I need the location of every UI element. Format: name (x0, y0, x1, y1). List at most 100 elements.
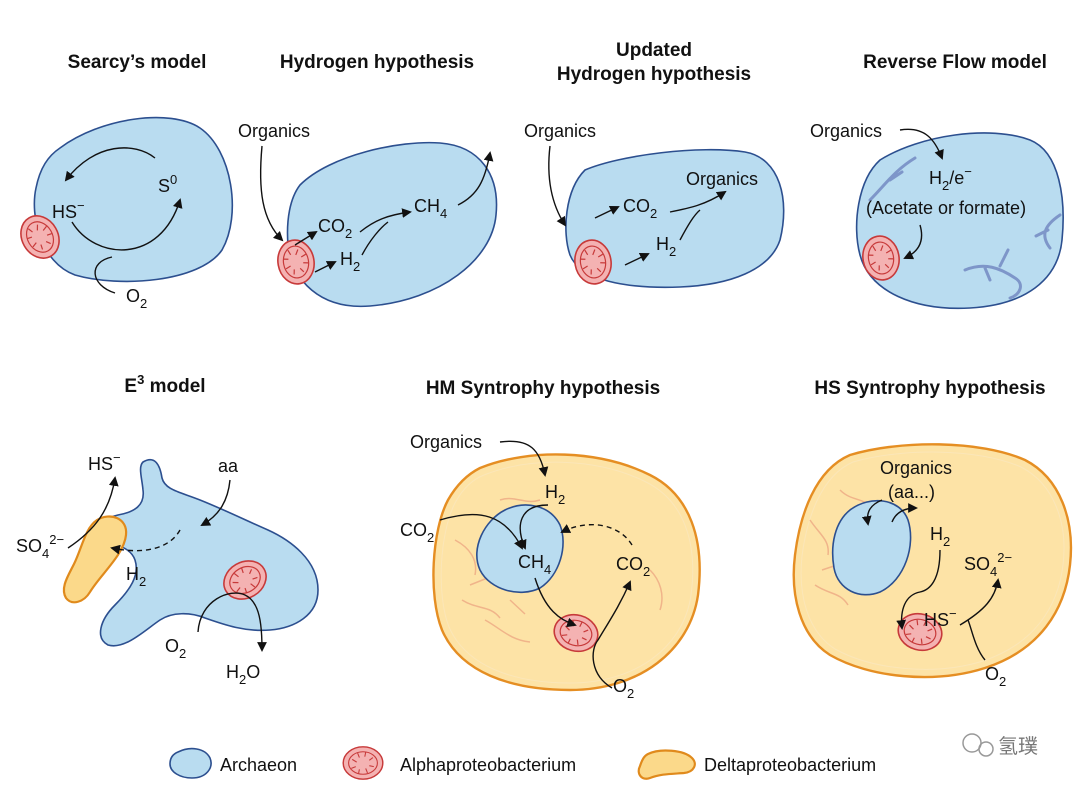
label-h2: H2 (656, 234, 676, 259)
title-e3: E3 model (124, 372, 205, 397)
label-hs-minus: HS− (88, 450, 121, 474)
deltaproteobacterium (62, 515, 128, 604)
title-searcy: Searcy’s model (68, 52, 207, 73)
h2-merge-arrow (361, 221, 389, 256)
title-hydrogen: Hydrogen hypothesis (280, 52, 474, 73)
co2-arrow (294, 230, 318, 246)
label-o2: O2 (985, 664, 1006, 689)
title-updated-line1: Updated (616, 40, 692, 61)
label-o2: O2 (613, 676, 634, 701)
title-reverse-flow: Reverse Flow model (863, 52, 1047, 73)
legend-archaeon-swatch (169, 747, 212, 779)
archaeal-filament (868, 156, 917, 202)
title-hm-syntrophy: HM Syntrophy hypothesis (426, 378, 660, 399)
o2-to-co2-arrow (592, 580, 632, 689)
watermark-text: 氢璞 (998, 734, 1038, 758)
legend-alpha-swatch (342, 746, 384, 780)
label-s0: S0 (158, 172, 177, 196)
h2-dashed-arrow (110, 529, 181, 555)
organics-into-archaeon-arrow (861, 499, 883, 526)
label-h2o: H2O (226, 662, 260, 687)
eukaryote-inner-membrane (800, 451, 1065, 670)
label-aa: aa (218, 456, 239, 476)
label-co2-out: CO2 (616, 554, 650, 579)
organics-arrow (259, 145, 284, 242)
to-organics-arrow (669, 190, 727, 213)
label-acetate-formate: (Acetate or formate) (866, 198, 1026, 218)
panel-updated-hydrogen-hypothesis: Updated Hydrogen hypothesis Organics Org… (524, 40, 785, 289)
label-h2-e: H2/e− (929, 164, 972, 193)
wechat-logo-icon (962, 733, 982, 753)
ch4-to-alpha-arrow (534, 577, 577, 628)
archaeon-cell (855, 132, 1064, 310)
co2-arrow (594, 205, 620, 219)
archaeal-filament (963, 248, 1022, 300)
panel-searcy-model: Searcy’s model HS− S0 O2 (12, 52, 234, 311)
co2-to-ch4-arrow (439, 513, 523, 550)
label-hs-minus: HS− (924, 606, 957, 630)
to-alpha-arrow (903, 224, 923, 260)
label-so4: SO42− (964, 550, 1012, 579)
label-co2: CO2 (623, 196, 657, 221)
label-so4: SO42− (16, 532, 64, 561)
label-organics-product: Organics (686, 169, 758, 189)
cycle-arrow-lower (71, 198, 183, 251)
h2-arrow (624, 252, 650, 266)
label-organics: Organics (410, 432, 482, 452)
title-hs-syntrophy: HS Syntrophy hypothesis (814, 378, 1045, 399)
legend: Archaeon Alphaproteobacterium Deltaprote… (169, 746, 876, 780)
label-organics: Organics (238, 121, 310, 141)
cycle-arrow-upper (64, 147, 156, 182)
endomembrane-network (454, 539, 531, 643)
organics-arrow (499, 440, 549, 477)
panel-reverse-flow-model: Reverse Flow model Organics H2/e− (Aceta… (810, 52, 1064, 310)
label-organics: Organics (880, 458, 952, 478)
watermark: 氢璞 (962, 733, 1038, 758)
archaeon-cell (96, 458, 319, 647)
to-ch4-arrow (359, 208, 412, 233)
archaeon-out-arrow (891, 503, 918, 523)
label-aa-paren: (aa...) (888, 482, 935, 502)
o2-arrow (94, 256, 116, 294)
h2-arrow (314, 261, 337, 273)
ch4-out-arrow (457, 151, 494, 206)
panel-hydrogen-hypothesis: Hydrogen hypothesis Organics CO2 H2 CH4 (238, 52, 498, 308)
eukaryote-inner-membrane (440, 461, 694, 684)
panel-hm-syntrophy-hypothesis: HM Syntrophy hypothesis Organics H2 CO2 … (400, 378, 701, 701)
label-ch4: CH4 (518, 552, 551, 577)
label-organics: Organics (524, 121, 596, 141)
label-co2-in: CO2 (400, 520, 434, 545)
organics-arrow (899, 128, 944, 160)
label-o2: O2 (165, 636, 186, 661)
label-o2: O2 (126, 286, 147, 311)
o2-to-h2o-arrow (197, 592, 267, 652)
label-h2: H2 (545, 482, 565, 507)
legend-archaeon-label: Archaeon (220, 755, 297, 775)
label-h2: H2 (340, 249, 360, 274)
h2-to-alpha-arrow (896, 549, 941, 630)
label-co2: CO2 (318, 216, 352, 241)
panel-hs-syntrophy-hypothesis: HS Syntrophy hypothesis Organics (aa...)… (792, 378, 1073, 689)
hs-to-so4-arrow (959, 578, 1002, 626)
so4-to-hs-arrow (67, 476, 119, 549)
archaeal-filament (1034, 213, 1062, 250)
archaeon-cell (565, 148, 785, 289)
label-h2: H2 (930, 524, 950, 549)
organics-arrow (548, 145, 567, 227)
h2-merge-arrow (679, 209, 701, 241)
archaeon-cell (33, 116, 234, 283)
endomembrane-network (809, 489, 871, 606)
legend-delta-label: Deltaproteobacterium (704, 755, 876, 775)
o2-arrow (967, 619, 986, 661)
legend-delta-swatch (637, 749, 696, 780)
label-organics: Organics (810, 121, 882, 141)
label-ch4: CH4 (414, 196, 447, 221)
endomembrane-network (499, 497, 663, 611)
legend-alpha-label: Alphaproteobacterium (400, 755, 576, 775)
eukaryote-host-cell (432, 453, 701, 692)
aa-arrow (200, 479, 231, 526)
archaeon-nucleus (831, 499, 912, 596)
panel-e3-model: E3 model HS− SO42− aa H2 O2 H2O (16, 372, 319, 687)
title-updated-line2: Hydrogen hypothesis (557, 64, 751, 85)
